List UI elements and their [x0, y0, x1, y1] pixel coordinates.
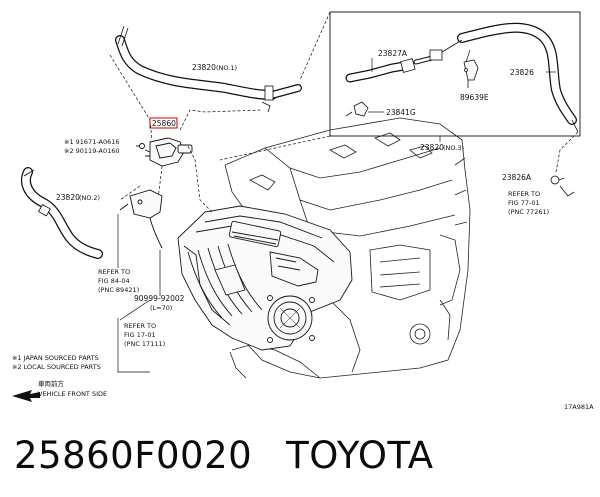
inset-dashed-connectors: [219, 11, 579, 173]
hose-23826: [457, 22, 579, 133]
sensor-89639e: [463, 59, 479, 88]
label-23827a: 23827A: [378, 49, 408, 58]
hose-23820-no2: [20, 167, 103, 259]
intake-manifold: [177, 205, 353, 351]
label-90119: ※2 90119-A0160: [64, 147, 120, 155]
front-arrow-icon: [12, 390, 40, 402]
purge-valve-25860: [136, 137, 193, 167]
ref2-line3: (PNC 17111): [124, 340, 165, 348]
label-90999: 90999-92002: [134, 294, 185, 303]
label-23820-no1: 23820: [192, 63, 216, 72]
reference-text-group: REFER TO FIG 84-04 (PNC 89421) REFER TO …: [98, 190, 549, 348]
label-91671: ※1 91671-A0616: [64, 138, 120, 146]
ref1-line3: (PNC 89421): [98, 286, 139, 294]
legend-front-jp: 車両前方: [38, 379, 65, 388]
valve-leader-lines: [109, 54, 263, 213]
clip-23841g: [345, 101, 369, 117]
highlight-box-25860: [149, 117, 178, 129]
clamp-23826a: [550, 175, 575, 197]
caption-part-number: 25860F0020: [14, 433, 253, 477]
label-23820-no2: 23820: [56, 193, 80, 202]
part-label-group: 23820 (NO.1) 25860 ※1 91671-A0616 ※2 901…: [56, 49, 534, 312]
hose-23820-no1: [115, 25, 302, 113]
legend: ※1 JAPAN SOURCED PARTS ※2 LOCAL SOURCED …: [12, 354, 107, 402]
ref1-line1: REFER TO: [98, 268, 130, 276]
label-25860: 25860: [152, 119, 176, 128]
legend-note-local: ※2 LOCAL SOURCED PARTS: [12, 363, 101, 371]
label-23826a: 23826A: [502, 173, 532, 182]
ref2-line1: REFER TO: [124, 322, 156, 330]
ref3-line1: REFER TO: [508, 190, 540, 198]
reference-brackets: [117, 214, 161, 373]
bracket: [119, 189, 163, 249]
ref2-line2: FIG 17-01: [124, 331, 156, 339]
caption-brand: TOYOTA: [286, 433, 434, 477]
ref3-line3: (PNC 77261): [508, 208, 549, 216]
inset-box: [329, 11, 581, 137]
inset-leader-lines: [368, 49, 556, 142]
ref1-line2: FIG 84-04: [98, 277, 130, 285]
label-23820-no3-suffix: (NO.3): [443, 144, 464, 152]
label-90999-sub: (L=70): [150, 304, 172, 312]
engine-block: [224, 117, 471, 379]
label-23826: 23826: [510, 68, 534, 77]
caption: 25860F0020 TOYOTA: [14, 430, 434, 480]
label-23820-no2-suffix: (NO.2): [79, 194, 100, 202]
figure-code: 17A981A: [564, 403, 594, 411]
hose-23827a: [345, 39, 463, 83]
legend-note-japan: ※1 JAPAN SOURCED PARTS: [12, 354, 99, 362]
label-89639e: 89639E: [460, 93, 489, 102]
legend-front-en: VEHICLE FRONT SIDE: [38, 390, 107, 398]
ref3-line2: FIG 77-01: [508, 199, 540, 207]
label-23820-no3: 23820: [420, 143, 444, 152]
label-23841g: 23841G: [386, 108, 416, 117]
parts-diagram: 23820 (NO.1) 25860 ※1 91671-A0616 ※2 901…: [12, 11, 594, 411]
label-23820-no1-suffix: (NO.1): [216, 64, 237, 72]
